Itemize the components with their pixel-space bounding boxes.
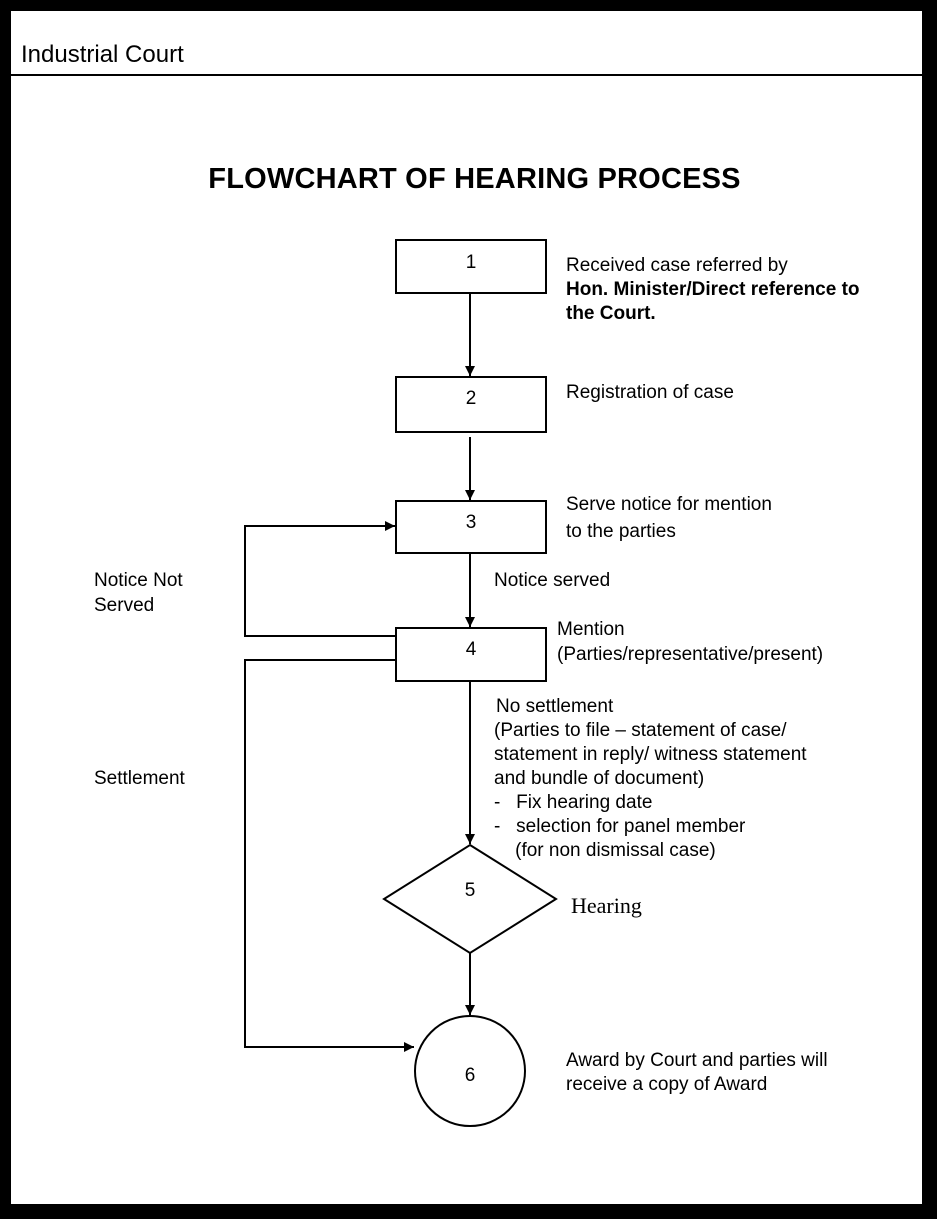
step-1-box — [395, 239, 547, 294]
step-6-number: 6 — [464, 1065, 476, 1086]
step-2-box — [395, 376, 547, 433]
no-settlement-line-5: - Fix hearing date — [494, 792, 653, 813]
step-1-line-1: Received case referred by — [566, 255, 788, 276]
no-settlement-line-1: No settlement — [496, 696, 614, 717]
no-settlement-line-3: statement in reply/ witness statement — [494, 744, 807, 765]
step-6-line-2: receive a copy of Award — [566, 1074, 768, 1095]
step-1-number: 1 — [465, 252, 477, 273]
step-6-circle — [414, 1015, 526, 1127]
page-title: FLOWCHART OF HEARING PROCESS — [208, 163, 741, 195]
step-4-number: 4 — [465, 639, 477, 660]
step-3-box — [395, 500, 547, 554]
notice-not-served-line-1: Notice Not — [94, 570, 183, 591]
step-1-line-3: the Court. — [566, 303, 656, 324]
no-settlement-line-4: and bundle of document) — [494, 768, 705, 789]
step-4-line-2: (Parties/representative/present) — [557, 644, 824, 665]
step-1-line-2: Hon. Minister/Direct reference to — [566, 279, 860, 300]
step-4-box — [395, 627, 547, 682]
no-settlement-line-7: (for non dismissal case) — [494, 840, 716, 861]
notice-served-label: Notice served — [494, 570, 611, 591]
no-settlement-line-2: (Parties to file – statement of case/ — [494, 720, 787, 741]
step-3-line-2: to the parties — [566, 521, 676, 542]
arrow-notice-not-served — [244, 521, 396, 637]
step-6-line-1: Award by Court and parties will — [566, 1050, 828, 1071]
step-4-line-1: Mention — [557, 619, 625, 640]
step-2-number: 2 — [465, 388, 477, 409]
arrow-settlement — [244, 659, 414, 1052]
step-3-number: 3 — [465, 512, 477, 533]
notice-not-served-line-2: Served — [94, 595, 155, 616]
settlement-label: Settlement — [94, 768, 185, 789]
org-header: Industrial Court — [21, 41, 184, 68]
header-divider — [11, 74, 922, 76]
step-5-label: Hearing — [571, 893, 642, 918]
no-settlement-line-6: - selection for panel member — [494, 816, 746, 837]
step-2-label: Registration of case — [566, 382, 734, 403]
step-3-line-1: Serve notice for mention — [566, 494, 772, 515]
step-5-number: 5 — [464, 880, 476, 901]
